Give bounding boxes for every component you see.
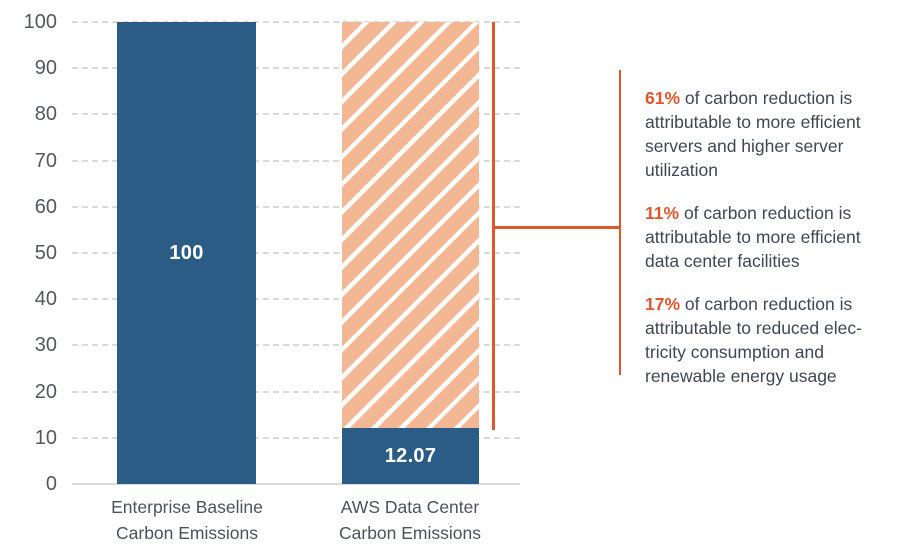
y-tick-label: 20 xyxy=(34,380,57,403)
gridline xyxy=(72,344,520,347)
annotation-block: 11% of carbon reduction is attributable … xyxy=(645,201,917,273)
bracket-connector-line xyxy=(492,226,620,229)
gridline xyxy=(72,483,520,485)
annotation-block: 61% of carbon reduction is attributable … xyxy=(645,86,917,182)
y-tick-label: 0 xyxy=(45,473,57,495)
annotation-percent: 11% xyxy=(645,203,680,223)
aws-bar-blue-segment: 12.07 xyxy=(342,428,479,484)
x-axis-category-label: AWS Data Center Carbon Emissions xyxy=(339,497,481,543)
y-tick-label: 80 xyxy=(34,103,57,126)
gridline xyxy=(72,113,520,116)
annotation-text: of carbon reduction is attributable to r… xyxy=(645,294,862,386)
gridline xyxy=(72,67,520,70)
y-tick-label: 70 xyxy=(34,149,57,172)
annotation-rule-line xyxy=(618,70,621,375)
gridline xyxy=(72,252,520,254)
gridline xyxy=(72,436,520,439)
annotation-percent: 61% xyxy=(645,88,681,108)
annotation-block: 17% of carbon reduction is attributable … xyxy=(645,292,917,388)
baseline-bar: 100 xyxy=(117,22,256,484)
y-tick-label: 30 xyxy=(34,334,57,357)
gridline xyxy=(72,390,520,393)
aws-bar-hatched-segment xyxy=(342,22,479,428)
bar-value-label: 100 xyxy=(169,241,204,264)
y-tick-label: 40 xyxy=(34,288,57,311)
annotation-text: of carbon reduction is attributable to m… xyxy=(645,88,861,180)
annotation-text: of carbon reduction is attributable to m… xyxy=(645,203,861,271)
y-tick-label: 90 xyxy=(34,57,57,80)
gridline xyxy=(72,205,520,208)
y-tick-label: 60 xyxy=(34,195,57,218)
y-tick-label: 10 xyxy=(34,426,57,449)
annotation-percent: 17% xyxy=(645,294,681,314)
gridline xyxy=(72,21,520,23)
gridline xyxy=(72,298,520,301)
bar-value-label: 12.07 xyxy=(384,444,437,467)
y-tick-label: 100 xyxy=(23,11,57,33)
gridline xyxy=(72,159,520,162)
x-axis-category-label: Enterprise Baseline Carbon Emissions xyxy=(111,497,263,543)
y-tick-label: 50 xyxy=(34,242,57,264)
annotation-panel: 61% of carbon reduction is attributable … xyxy=(645,86,917,407)
